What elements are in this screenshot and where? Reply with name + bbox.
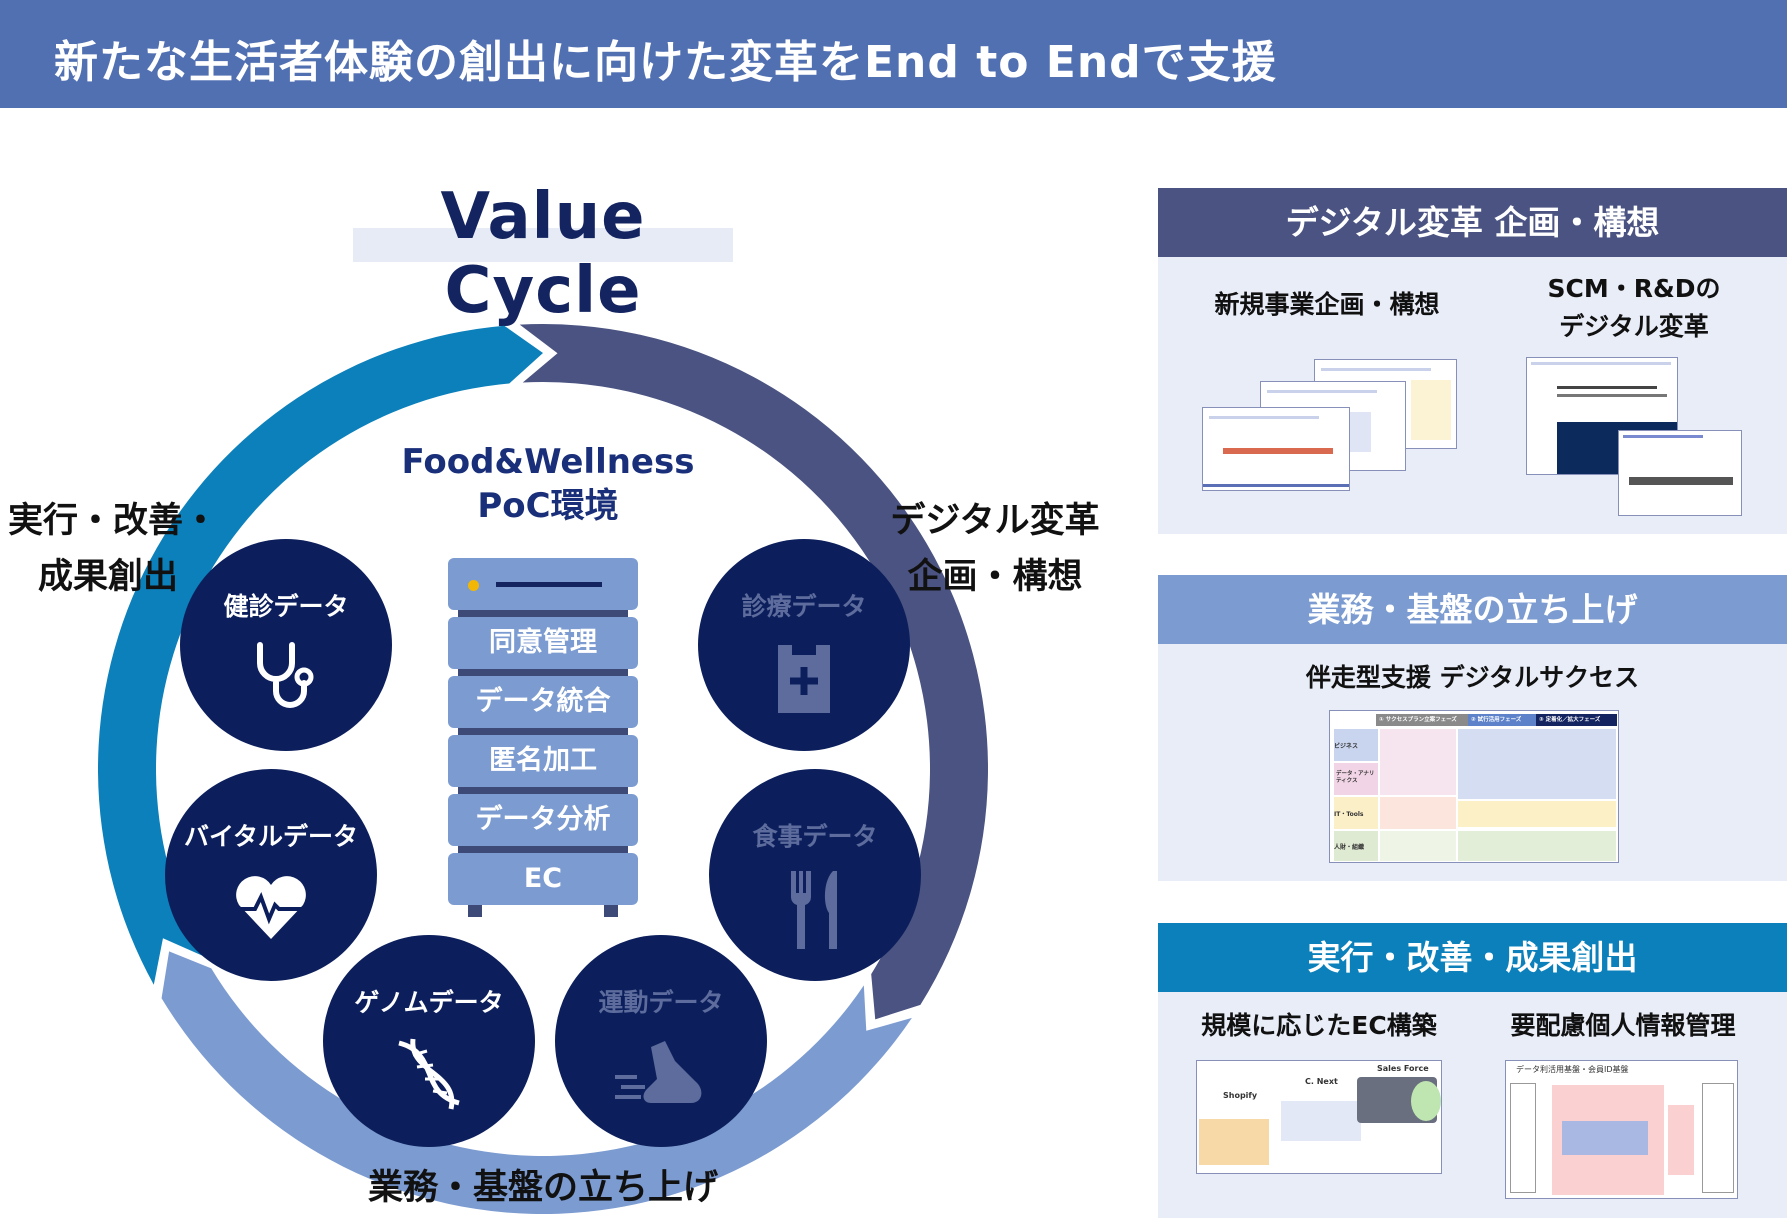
row-label: 人財・組織: [1334, 831, 1378, 861]
server-layer: 匿名加工: [448, 735, 638, 787]
divider: [458, 728, 628, 736]
data-circle-meal: 食事データ: [709, 769, 921, 981]
item-label: 規模に応じたEC構築: [1201, 1011, 1437, 1040]
row-label: データ・アナリティクス: [1334, 763, 1378, 795]
clipboard-plus-icon: [778, 643, 830, 713]
poc-line-1: Food&Wellness: [401, 442, 695, 482]
data-label: 健診データ: [223, 592, 349, 621]
data-circle-checkup: 健診データ: [180, 539, 392, 751]
data-label: バイタルデータ: [183, 822, 358, 851]
data-label: 運動データ: [598, 988, 724, 1017]
data-label: 診療データ: [741, 592, 867, 621]
phase-label: ② 試行活用フェーズ: [1468, 714, 1536, 726]
stage-label-foundation: 業務・基盤の立ち上げ: [367, 1168, 718, 1208]
divider: [458, 787, 628, 795]
item-label: 新規事業企画・構想: [1214, 290, 1440, 319]
item-label: 伴走型支援 デジタルサクセス: [1305, 663, 1640, 692]
status-light-icon: [468, 580, 479, 591]
ec-platform-thumbnail: Shopify C. Next Sales Force: [1196, 1060, 1442, 1174]
heart-pulse-icon: [236, 876, 306, 939]
data-circle-exercise: 運動データ: [555, 935, 767, 1147]
page-title: 新たな生活者体験の創出に向けた変革をEnd to Endで支援: [54, 37, 1277, 88]
panel-header-foundation: 業務・基盤の立ち上げ: [1158, 575, 1787, 644]
data-circle-medical: 診療データ: [698, 539, 910, 751]
ring-segment-execute: [98, 325, 544, 985]
title-highlight: [353, 228, 733, 262]
row-label: ビジネス: [1334, 729, 1378, 761]
panel-header-execute: 実行・改善・成果創出: [1158, 923, 1787, 992]
stage-label-execute-2: 成果創出: [38, 557, 179, 597]
server-top: [448, 558, 638, 610]
data-circle-genome: ゲノムデータ: [323, 935, 535, 1147]
brand-label: Shopify: [1223, 1091, 1258, 1100]
stage-label-execute-1: 実行・改善・: [8, 501, 219, 541]
server-leg: [468, 905, 482, 917]
success-plan-table-thumbnail: ① サクセスプラン立案フェーズ ② 試行活用フェーズ ③ 定着化／拡大フェーズ …: [1329, 710, 1619, 863]
brand-label: C. Next: [1305, 1077, 1338, 1086]
data-platform-diagram-thumbnail: データ利活用基盤・会員ID基盤: [1505, 1060, 1738, 1199]
divider: [458, 669, 628, 677]
article-thumbnail: [1618, 430, 1742, 516]
dna-icon: [398, 1038, 460, 1110]
panel-body-execute: 規模に応じたEC構築 要配慮個人情報管理 Shopify C. Next Sal…: [1158, 992, 1787, 1218]
row-label: IT・Tools: [1334, 797, 1378, 829]
data-label: 食事データ: [752, 822, 878, 851]
value-cycle-ring: [98, 324, 988, 1214]
server-leg: [604, 905, 618, 917]
brand-label: Sales Force: [1377, 1064, 1429, 1073]
panel-body-foundation: 伴走型支援 デジタルサクセス ① サクセスプラン立案フェーズ ② 試行活用フェー…: [1158, 644, 1787, 881]
stage-label-digital-1: デジタル変革: [890, 501, 1100, 541]
poc-line-2: PoC環境: [477, 486, 619, 526]
panel-header-digital: デジタル変革 企画・構想: [1158, 188, 1787, 257]
stage-label-digital-2: 企画・構想: [907, 557, 1083, 597]
server-layer: データ統合: [448, 676, 638, 728]
diagram-title: データ利活用基盤・会員ID基盤: [1516, 1065, 1629, 1074]
running-shoe-icon: [615, 1041, 702, 1103]
value-cycle-title: Value Cycle: [440, 180, 646, 328]
panel-body-digital: 新規事業企画・構想 SCM・R&Dの デジタル変革: [1158, 257, 1787, 534]
stethoscope-icon: [257, 642, 314, 708]
ring-segment-foundation: [161, 951, 912, 1214]
phase-label: ③ 定着化／拡大フェーズ: [1536, 714, 1617, 726]
item-label: 要配慮個人情報管理: [1510, 1011, 1736, 1040]
server-layer: 同意管理: [448, 617, 638, 669]
slide-thumbnail: [1202, 407, 1350, 491]
item-label: SCM・R&Dの: [1547, 274, 1721, 303]
phase-label: ① サクセスプラン立案フェーズ: [1376, 714, 1468, 726]
drive-slot: [496, 582, 602, 587]
data-circle-vital: バイタルデータ: [165, 769, 377, 981]
divider: [458, 846, 628, 854]
server-layer: データ分析: [448, 794, 638, 846]
header-bar: [0, 0, 1787, 108]
data-label: ゲノムデータ: [354, 988, 504, 1017]
fork-knife-icon: [790, 871, 837, 949]
poc-environment-label: Food&Wellness PoC環境: [378, 440, 718, 528]
divider: [458, 610, 628, 618]
server-layer: EC: [448, 853, 638, 905]
ring-segment-digital: [519, 324, 988, 1020]
item-label: デジタル変革: [1559, 312, 1709, 341]
